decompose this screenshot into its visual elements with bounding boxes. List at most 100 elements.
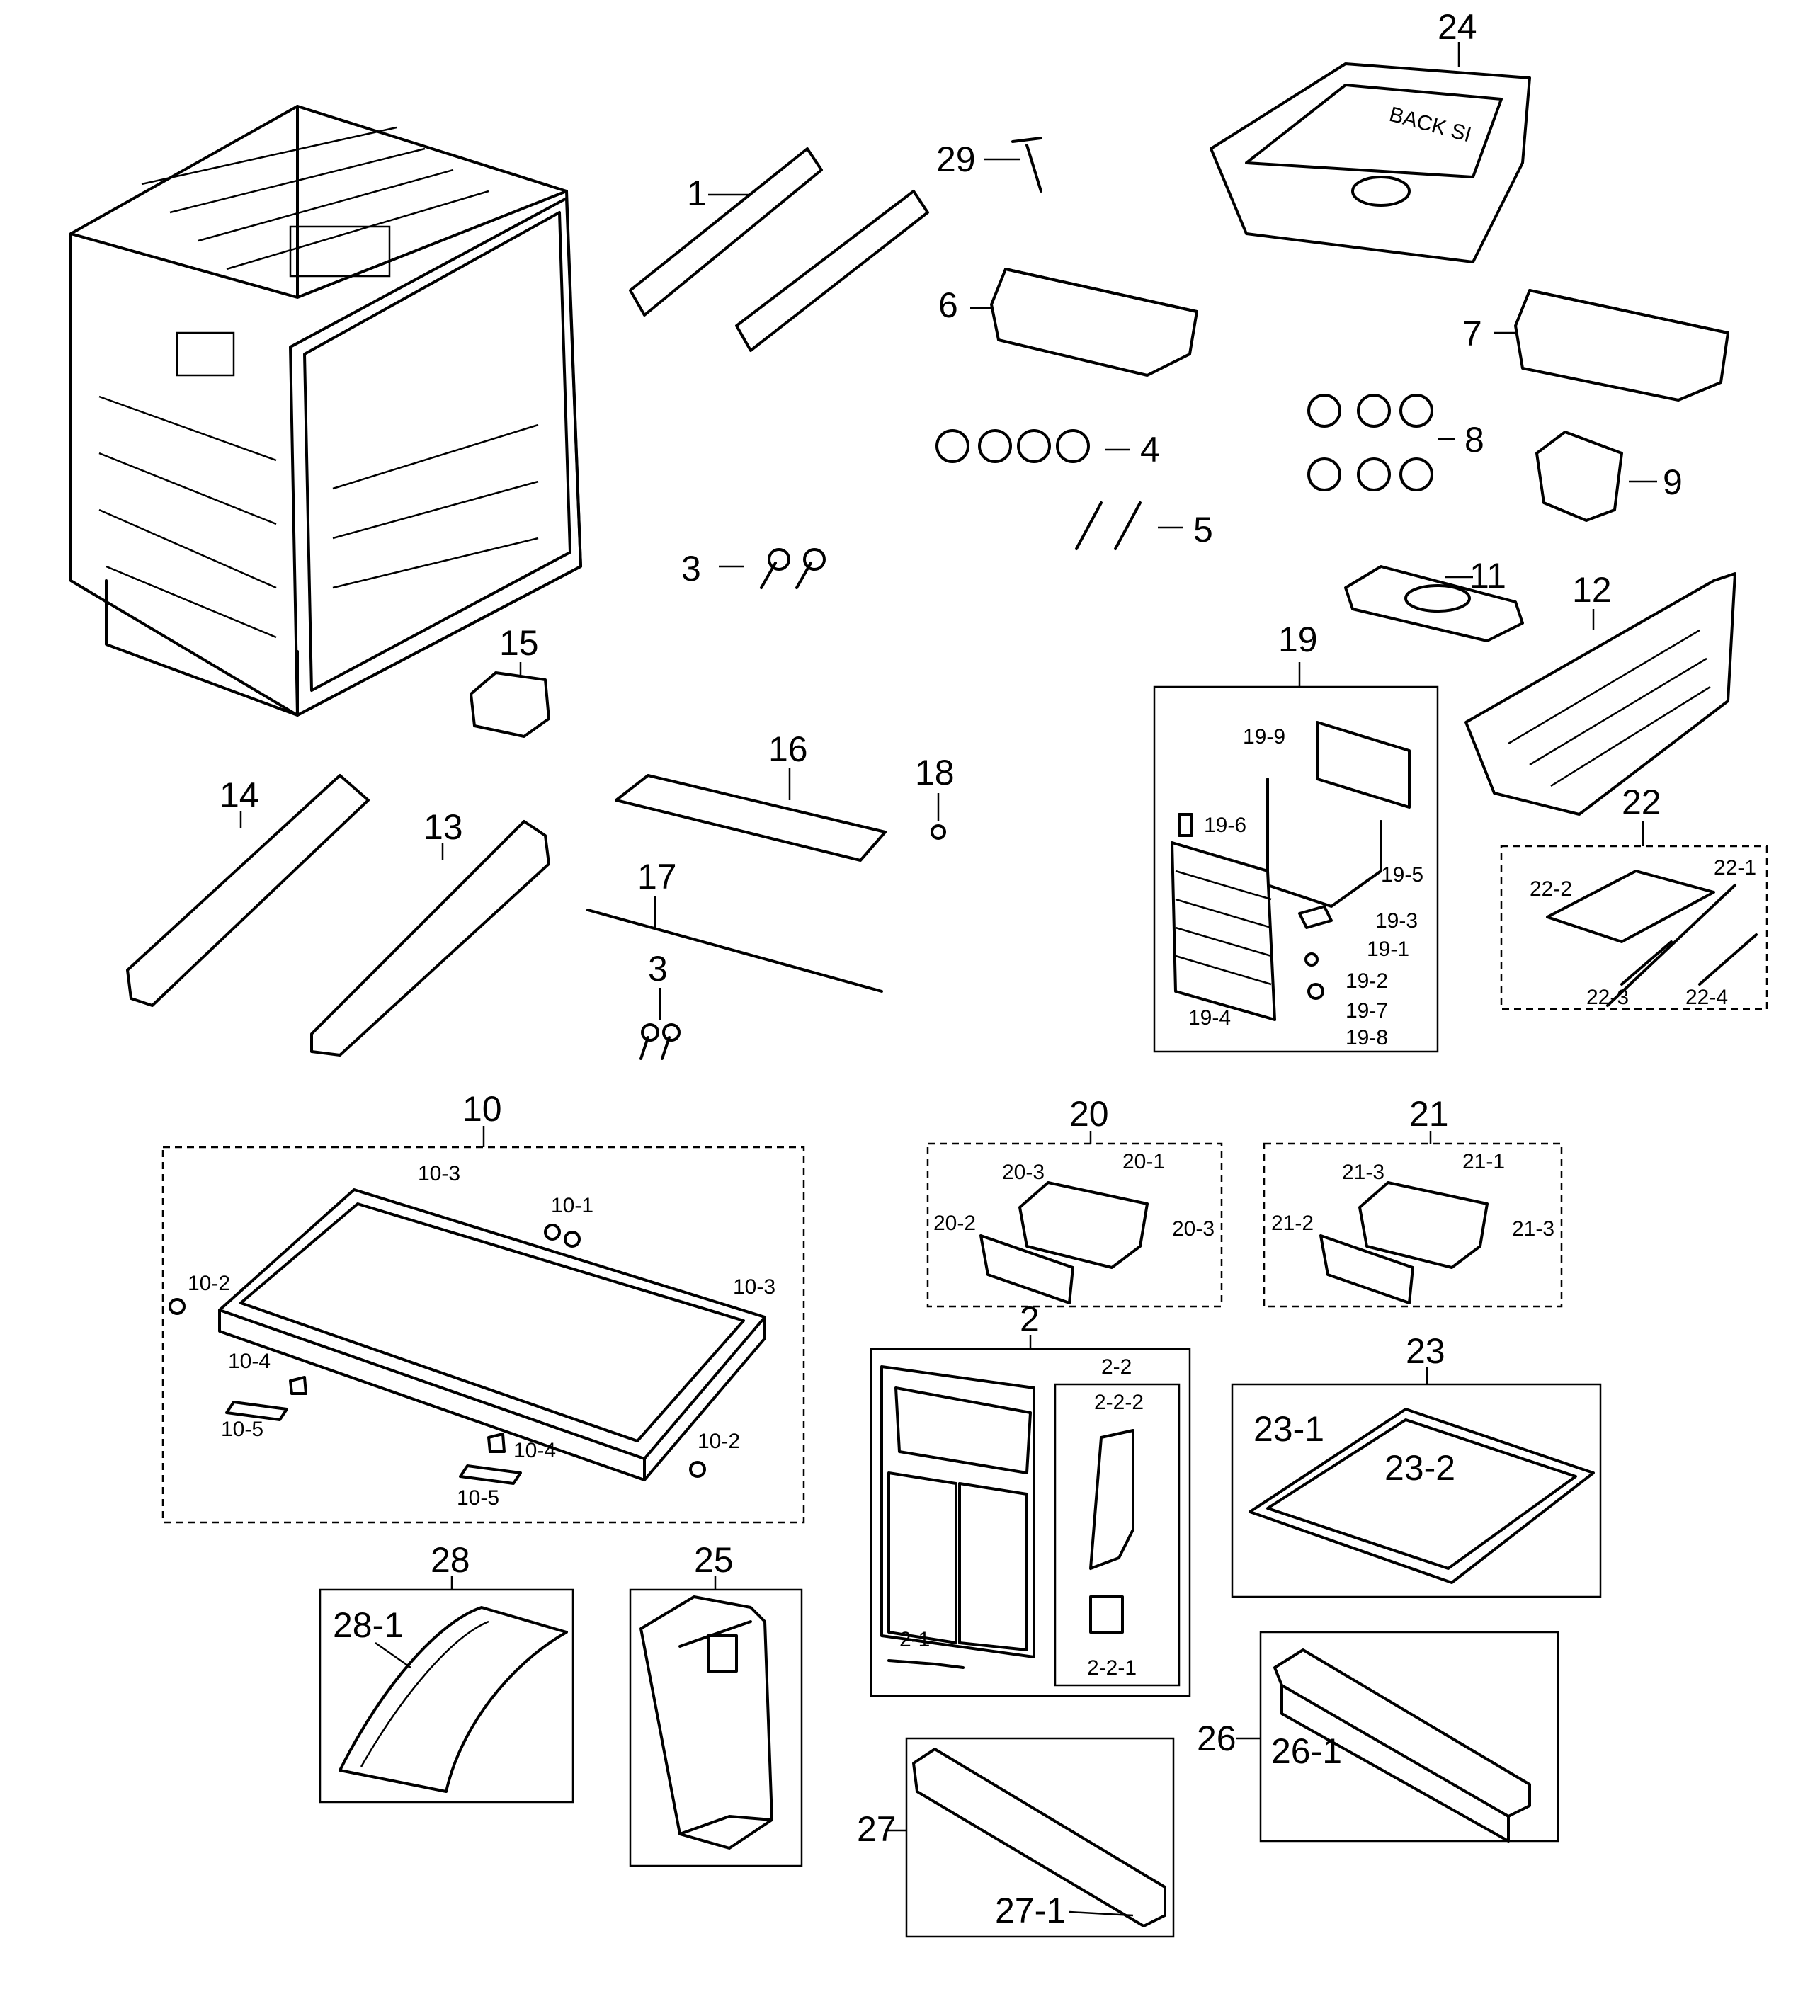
label-19-5: 19-5 <box>1381 863 1423 887</box>
callout-3-lower: 3 <box>648 949 668 989</box>
label-21-2: 21-2 <box>1271 1212 1314 1235</box>
label-2-1: 2-1 <box>899 1628 930 1651</box>
label-2-2-2: 2-2-2 <box>1094 1391 1144 1414</box>
part-11-holder <box>1344 565 1524 642</box>
label-22-1: 22-1 <box>1714 856 1756 879</box>
part-28-cover <box>339 1606 568 1793</box>
part-21-box <box>1263 1142 1563 1308</box>
callout-6: 6 <box>938 285 958 325</box>
part-13-rail <box>310 820 550 1057</box>
label-27-1: 27-1 <box>995 1891 1066 1930</box>
part-26-box <box>1259 1631 1559 1843</box>
callout-1: 1 <box>687 173 707 213</box>
part-27-rail <box>912 1748 1166 1927</box>
part-22-components <box>1546 870 1758 1007</box>
callout-2: 2 <box>1020 1299 1040 1339</box>
callout-20: 20 <box>1069 1094 1109 1134</box>
part-18-screw <box>931 793 946 840</box>
part-7-door-bin <box>1494 289 1729 402</box>
part-23-shelf <box>1249 1408 1595 1584</box>
callout-12: 12 <box>1572 570 1612 610</box>
label-22-4: 22-4 <box>1685 986 1728 1009</box>
label-23-2: 23-2 <box>1384 1448 1455 1488</box>
label-26-1: 26-1 <box>1271 1731 1342 1771</box>
callout-25: 25 <box>694 1540 734 1580</box>
part-24-bin: BACK SI <box>1210 42 1531 263</box>
callout-19: 19 <box>1278 620 1318 659</box>
callout-15: 15 <box>499 623 539 663</box>
callout-27: 27 <box>857 1809 897 1849</box>
label-10-5-left: 10-5 <box>221 1418 263 1441</box>
label-21-3-b: 21-3 <box>1512 1217 1554 1241</box>
label-20-3-a: 20-3 <box>1002 1161 1045 1184</box>
part-2-2-box <box>1054 1383 1181 1687</box>
part-12-cover <box>1464 572 1736 816</box>
label-10-5-right: 10-5 <box>457 1486 499 1510</box>
part-4-caps <box>935 429 1130 463</box>
callout-26: 26 <box>1197 1719 1236 1758</box>
callout-9: 9 <box>1663 462 1683 502</box>
part-20-drawer <box>979 1181 1149 1304</box>
part-19-box <box>1153 685 1439 1053</box>
callout-24: 24 <box>1438 7 1477 47</box>
part-3-screws-upper <box>719 548 826 589</box>
part-9-hinge <box>1535 431 1657 522</box>
callout-7: 7 <box>1462 314 1482 353</box>
part-23-box <box>1231 1383 1602 1598</box>
label-19-1: 19-1 <box>1367 938 1409 961</box>
callout-10: 10 <box>462 1089 502 1129</box>
label-23-1: 23-1 <box>1253 1409 1324 1449</box>
part-21-drawer <box>1319 1181 1489 1304</box>
part-17-strip <box>586 896 883 993</box>
label-10-4-right: 10-4 <box>513 1439 556 1462</box>
label-28-1: 28-1 <box>333 1605 404 1645</box>
label-22-2: 22-2 <box>1530 877 1572 901</box>
label-10-2-right: 10-2 <box>698 1430 740 1453</box>
part-20-box <box>926 1142 1223 1308</box>
part-10-box <box>161 1146 805 1524</box>
label-19-2: 19-2 <box>1346 969 1388 993</box>
part-27-box <box>905 1737 1175 1938</box>
part-26-rail <box>1273 1648 1531 1843</box>
label-10-2-left: 10-2 <box>188 1272 230 1295</box>
part-19-components <box>1171 721 1411 1021</box>
part-2-panel <box>880 1365 1134 1669</box>
callout-29: 29 <box>936 139 976 179</box>
refrigerator-cabinet <box>69 105 582 717</box>
label-2-2-1: 2-2-1 <box>1087 1656 1137 1680</box>
callout-3-upper: 3 <box>681 549 701 588</box>
label-22-3: 22-3 <box>1586 986 1629 1009</box>
label-10-3-top: 10-3 <box>418 1162 460 1185</box>
label-19-3: 19-3 <box>1375 909 1418 933</box>
part-6-door-bin <box>970 268 1198 377</box>
part-22-box <box>1500 845 1768 1010</box>
callout-22: 22 <box>1622 782 1661 822</box>
callout-13: 13 <box>423 807 463 847</box>
label-10-4-left: 10-4 <box>228 1350 271 1373</box>
callout-23: 23 <box>1406 1331 1445 1371</box>
part-16-cover <box>615 768 887 862</box>
label-10-3-right: 10-3 <box>733 1275 775 1299</box>
callout-14: 14 <box>220 775 259 815</box>
label-20-3-b: 20-3 <box>1172 1217 1215 1241</box>
label-19-9: 19-9 <box>1243 725 1285 748</box>
part-29-screw <box>984 137 1042 193</box>
label-19-4: 19-4 <box>1188 1006 1231 1030</box>
callout-5: 5 <box>1193 510 1213 549</box>
label-20-1: 20-1 <box>1122 1150 1165 1173</box>
label-10-1: 10-1 <box>551 1194 593 1217</box>
callout-28: 28 <box>431 1540 470 1580</box>
label-2-2: 2-2 <box>1101 1355 1132 1379</box>
part-3-screws-lower <box>639 988 681 1060</box>
part-25-duct <box>639 1595 773 1850</box>
part-8-caps <box>1307 394 1455 491</box>
part-28-box <box>319 1588 574 1804</box>
label-19-7: 19-7 <box>1346 999 1388 1023</box>
part-15-clip <box>470 662 550 738</box>
callout-11: 11 <box>1469 556 1506 596</box>
callout-21: 21 <box>1409 1094 1449 1134</box>
label-21-1: 21-1 <box>1462 1150 1505 1173</box>
callout-17: 17 <box>637 857 677 896</box>
label-19-8: 19-8 <box>1346 1026 1388 1049</box>
